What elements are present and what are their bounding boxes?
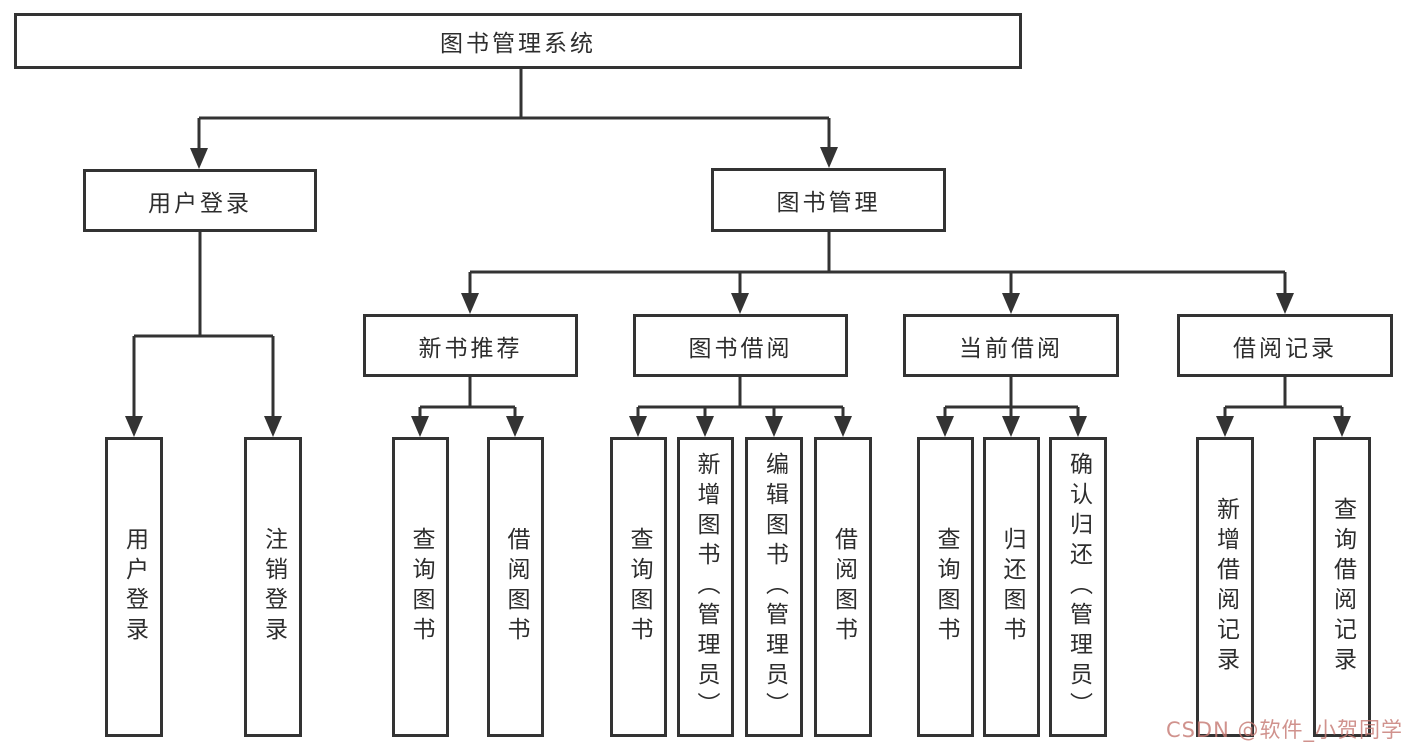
leaf-borrow-books-recommend-label: 借阅图书 <box>503 527 529 647</box>
node-book-borrow-label: 图书借阅 <box>688 335 793 362</box>
node-borrow-records: 借阅记录 <box>1177 314 1393 377</box>
leaf-return-book: 归还图书 <box>983 437 1040 737</box>
node-user-login: 用户登录 <box>83 169 317 232</box>
leaf-return-book-label: 归还图书 <box>999 527 1025 647</box>
edge-new-book-recommend-children <box>411 377 524 437</box>
leaf-borrow-books-label: 借阅图书 <box>830 527 857 647</box>
node-user-login-label: 用户登录 <box>148 190 252 217</box>
leaf-user-login-label: 用户登录 <box>121 527 148 647</box>
leaf-user-login: 用户登录 <box>105 437 163 737</box>
node-current-borrow-label: 当前借阅 <box>959 335 1063 362</box>
leaf-query-books-borrow-label: 查询图书 <box>626 527 652 647</box>
node-book-borrow: 图书借阅 <box>633 314 848 377</box>
node-root-label: 图书管理系统 <box>440 31 596 57</box>
edge-current-borrow-children <box>936 377 1087 437</box>
leaf-edit-book-admin-label: 编辑图书（管理员） <box>761 452 788 722</box>
leaf-add-book-admin: 新增图书（管理员） <box>677 437 734 737</box>
edge-root-to-level1 <box>190 69 838 169</box>
leaf-query-books-current-label: 查询图书 <box>933 527 959 647</box>
leaf-confirm-return-admin: 确认归还（管理员） <box>1049 437 1107 737</box>
leaf-query-books-recommend: 查询图书 <box>392 437 449 737</box>
leaf-query-books-borrow: 查询图书 <box>610 437 667 737</box>
leaf-confirm-return-admin-label: 确认归还（管理员） <box>1065 452 1092 722</box>
leaf-query-books-current: 查询图书 <box>917 437 974 737</box>
node-borrow-records-label: 借阅记录 <box>1233 335 1337 362</box>
leaf-logout: 注销登录 <box>244 437 302 737</box>
leaf-edit-book-admin: 编辑图书（管理员） <box>745 437 803 737</box>
leaf-borrow-books-recommend: 借阅图书 <box>487 437 544 737</box>
edge-user-login-children <box>125 232 282 437</box>
leaf-query-books-recommend-label: 查询图书 <box>408 527 434 647</box>
edge-book-management-children <box>461 232 1294 314</box>
node-book-management: 图书管理 <box>711 168 946 232</box>
node-root: 图书管理系统 <box>14 13 1022 69</box>
node-new-book-recommend: 新书推荐 <box>363 314 578 377</box>
leaf-query-borrow-record-label: 查询借阅记录 <box>1329 497 1356 677</box>
edge-book-borrow-children <box>629 377 852 437</box>
node-current-borrow: 当前借阅 <box>903 314 1119 377</box>
leaf-add-book-admin-label: 新增图书（管理员） <box>693 452 719 722</box>
node-book-management-label: 图书管理 <box>776 190 881 216</box>
leaf-add-borrow-record: 新增借阅记录 <box>1196 437 1254 737</box>
leaf-logout-label: 注销登录 <box>260 527 287 647</box>
leaf-query-borrow-record: 查询借阅记录 <box>1313 437 1371 737</box>
edge-borrow-records-children <box>1216 377 1351 437</box>
leaf-add-borrow-record-label: 新增借阅记录 <box>1212 497 1239 677</box>
node-new-book-recommend-label: 新书推荐 <box>418 335 523 362</box>
leaf-borrow-books: 借阅图书 <box>814 437 872 737</box>
